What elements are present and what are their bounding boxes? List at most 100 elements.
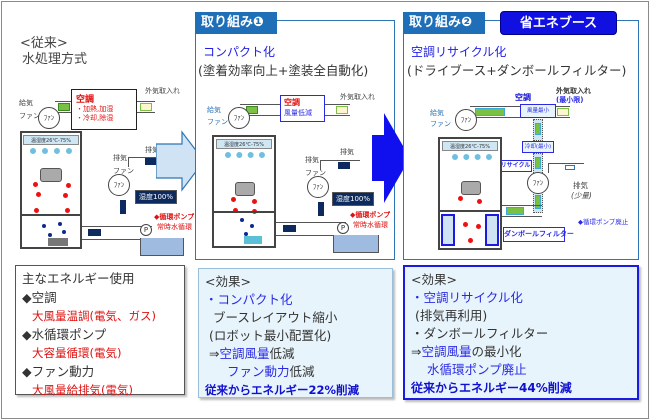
legacy-up-arrow-icon	[120, 200, 126, 214]
legacy-intake-arrow-icon	[140, 103, 152, 111]
init1-humidity-box: 湿度100%	[332, 192, 374, 206]
legacy-pump-note1: ◆循環ポンプ	[154, 213, 195, 221]
init1-pump-note2: 常時水循環	[353, 221, 388, 229]
legacy-ac-line1: ・加熱,加湿	[76, 105, 114, 113]
legacy-green-arrow-icon	[58, 103, 70, 111]
legacy-title-line2: 水処理方式	[22, 52, 88, 67]
legacy-car-icon	[40, 168, 62, 182]
init2-exhaust-label-2: (少量)	[571, 191, 592, 200]
legacy-energy-item-pump: ◆水循環ポンプ	[22, 326, 107, 342]
legacy-title: <従来> 水処理方式	[20, 36, 87, 68]
legacy-exhaust-fan-icon: ﾌｧﾝ	[108, 174, 130, 196]
init1-effect-line4: ⇒空調風量低減	[209, 346, 295, 361]
init1-up-arrow-icon	[318, 202, 324, 216]
init2-effect-line4: ⇒空調風量の最小化	[411, 344, 522, 359]
init1-exhaust-fan-label-2: ファン	[305, 169, 326, 177]
init2-flow-arrow-icon	[506, 207, 524, 215]
init1-outside-air-label: 外気取入れ	[340, 93, 375, 101]
init2-supply-fan-label-1: 給気	[430, 109, 444, 117]
legacy-energy-detail-pump: 大容量循環(電気)	[32, 346, 122, 360]
init1-water-tank	[333, 235, 379, 253]
init2-pump-abolished: ◆循環ポンプ廃止	[578, 218, 629, 226]
init1-downflow-arrows-icon	[225, 152, 265, 158]
init1-supply-fan-label-2: ファン	[207, 118, 228, 126]
init2-exhaust-label-1: 排気	[573, 181, 588, 190]
legacy-humidity-box: 湿度100%	[135, 190, 177, 204]
legacy-title-line1: <従来>	[20, 36, 68, 51]
init2-ac-title: 空調	[515, 93, 531, 102]
init1-exhaust-arrow-icon	[338, 162, 350, 169]
init2-supply-fan-icon: ﾌｧﾝ	[455, 109, 477, 131]
init1-effect-line1: ・コンパクト化	[205, 292, 293, 307]
initiative1-tag: 取り組み❶	[195, 12, 277, 34]
legacy-ac-line2: ・冷却,除湿	[76, 114, 114, 122]
init1-supply-fan-label-1: 給気	[207, 106, 221, 114]
legacy-energy-heading: 主なエネルギー使用	[22, 271, 135, 286]
legacy-exhaust-arrow-icon	[145, 158, 157, 165]
legacy-outside-air-label: 外気取入れ	[145, 87, 180, 95]
init2-up-arrow-3-icon	[535, 195, 541, 209]
initiative1-effect-box: <効果> ・コンパクト化 ブースレイアウト縮小 (ロボット最小配置化) ⇒空調風…	[198, 268, 393, 398]
init1-ac-box: 空調 風量低減	[280, 95, 325, 122]
legacy-energy-item-ac: ◆空調	[22, 289, 57, 305]
init2-effect-line3: ・ダンボールフィルター	[411, 326, 549, 341]
legacy-flow-arrow-icon	[88, 229, 101, 236]
legacy-energy-detail-fan: 大風量給排気(電気)	[32, 383, 133, 397]
legacy-exhaust-fan-label-1: 排気	[113, 154, 127, 162]
init1-flow-arrow-icon	[283, 225, 296, 232]
init1-pump-note1: ◆循環ポンプ	[350, 211, 391, 219]
init2-exhaust-arrow-icon	[565, 165, 575, 170]
legacy-energy-box: 主なエネルギー使用 ◆空調 大風量温調(電気、ガス) ◆水循環ポンプ 大容量循環…	[15, 265, 185, 397]
init2-up-arrow-2-icon	[535, 157, 541, 169]
transition-arrow-1-icon	[156, 130, 205, 192]
transition-arrow-2-icon	[372, 113, 410, 203]
init2-effect-line2: (排気再利用)	[415, 308, 488, 323]
init2-outside-air-label-1: 外気取入れ	[556, 87, 591, 95]
initiative2-effect-box: <効果> ・空調リサイクル化 (排気再利用) ・ダンボールフィルター ⇒空調風量…	[403, 265, 639, 400]
init2-car-icon	[461, 181, 481, 195]
init2-airflow-box: 風量最小	[520, 104, 556, 118]
init2-recycle-box: リサイクル	[499, 160, 532, 172]
init1-car-icon	[235, 182, 255, 196]
legacy-downflow-arrows-icon	[30, 148, 72, 154]
legacy-energy-item-fan: ◆ファン動力	[22, 363, 95, 379]
legacy-pump-icon: P	[140, 224, 152, 236]
init1-pump-icon: P	[337, 222, 349, 234]
init2-filter-right	[485, 214, 499, 246]
init2-cardboard-filter-label: ダンボールフィルター	[503, 227, 574, 242]
init1-effect-line3: (ロボット最小配置化)	[209, 328, 332, 343]
init2-supply-fan-label-2: ファン	[430, 120, 451, 128]
initiative2-subheading: (ドライブース+ダンボールフィルター)	[407, 63, 627, 78]
eco-booth-tag: 省エネブース	[500, 11, 617, 35]
init2-effect-heading: <効果>	[411, 272, 457, 287]
init1-exhaust-fan-label-1: 排気	[305, 156, 319, 164]
initiative2-heading: 空調リサイクル化	[411, 45, 507, 59]
init1-supply-fan-icon: ﾌｧﾝ	[228, 107, 250, 129]
legacy-supply-fan-label-1: 給気	[19, 99, 33, 107]
legacy-exhaust-label: 排気	[145, 146, 159, 154]
init2-filter-left	[441, 214, 455, 246]
legacy-supply-fan-icon: ﾌｧﾝ	[38, 107, 60, 129]
init2-downflow-arrows-icon	[452, 154, 492, 160]
init1-ac-title: 空調	[284, 98, 300, 107]
initiative1-subheading: (塗着効率向上+塗装全自動化)	[198, 63, 369, 78]
init2-effect-result: 従来からエネルギー44%削減	[411, 381, 572, 395]
init2-cooling-box: 冷却(最小)	[522, 141, 554, 153]
legacy-ac-box: 空調 ・加熱,加湿 ・冷却,除湿	[71, 89, 137, 130]
legacy-energy-detail-ac: 大風量温調(電気、ガス)	[32, 309, 156, 323]
init1-ac-line1: 風量低減	[284, 109, 312, 117]
init1-effect-result: 従来からエネルギー22%削減	[205, 383, 360, 397]
init2-green-arrow-icon	[475, 108, 505, 116]
init1-exhaust-label: 排気	[340, 148, 354, 156]
initiative1-heading: コンパクト化	[203, 45, 276, 59]
init2-intake-arrow-icon	[557, 108, 569, 116]
init1-intake-arrow-icon	[336, 106, 348, 114]
init2-exhaust-fan-icon: ﾌｧﾝ	[527, 172, 549, 194]
initiative2-tag: 取り組み❷	[403, 12, 485, 34]
init2-up-arrow-1-icon	[535, 123, 541, 135]
legacy-pump-note2: 常時水循環	[157, 223, 192, 231]
init2-effect-line5: 水循環ポンプ廃止	[427, 362, 527, 377]
init1-ceiling-label: 温湿度26℃-75%	[216, 139, 272, 149]
legacy-supply-fan-label-2: ファン	[19, 112, 40, 120]
init1-effect-line5: ファン動力低減	[227, 364, 315, 379]
